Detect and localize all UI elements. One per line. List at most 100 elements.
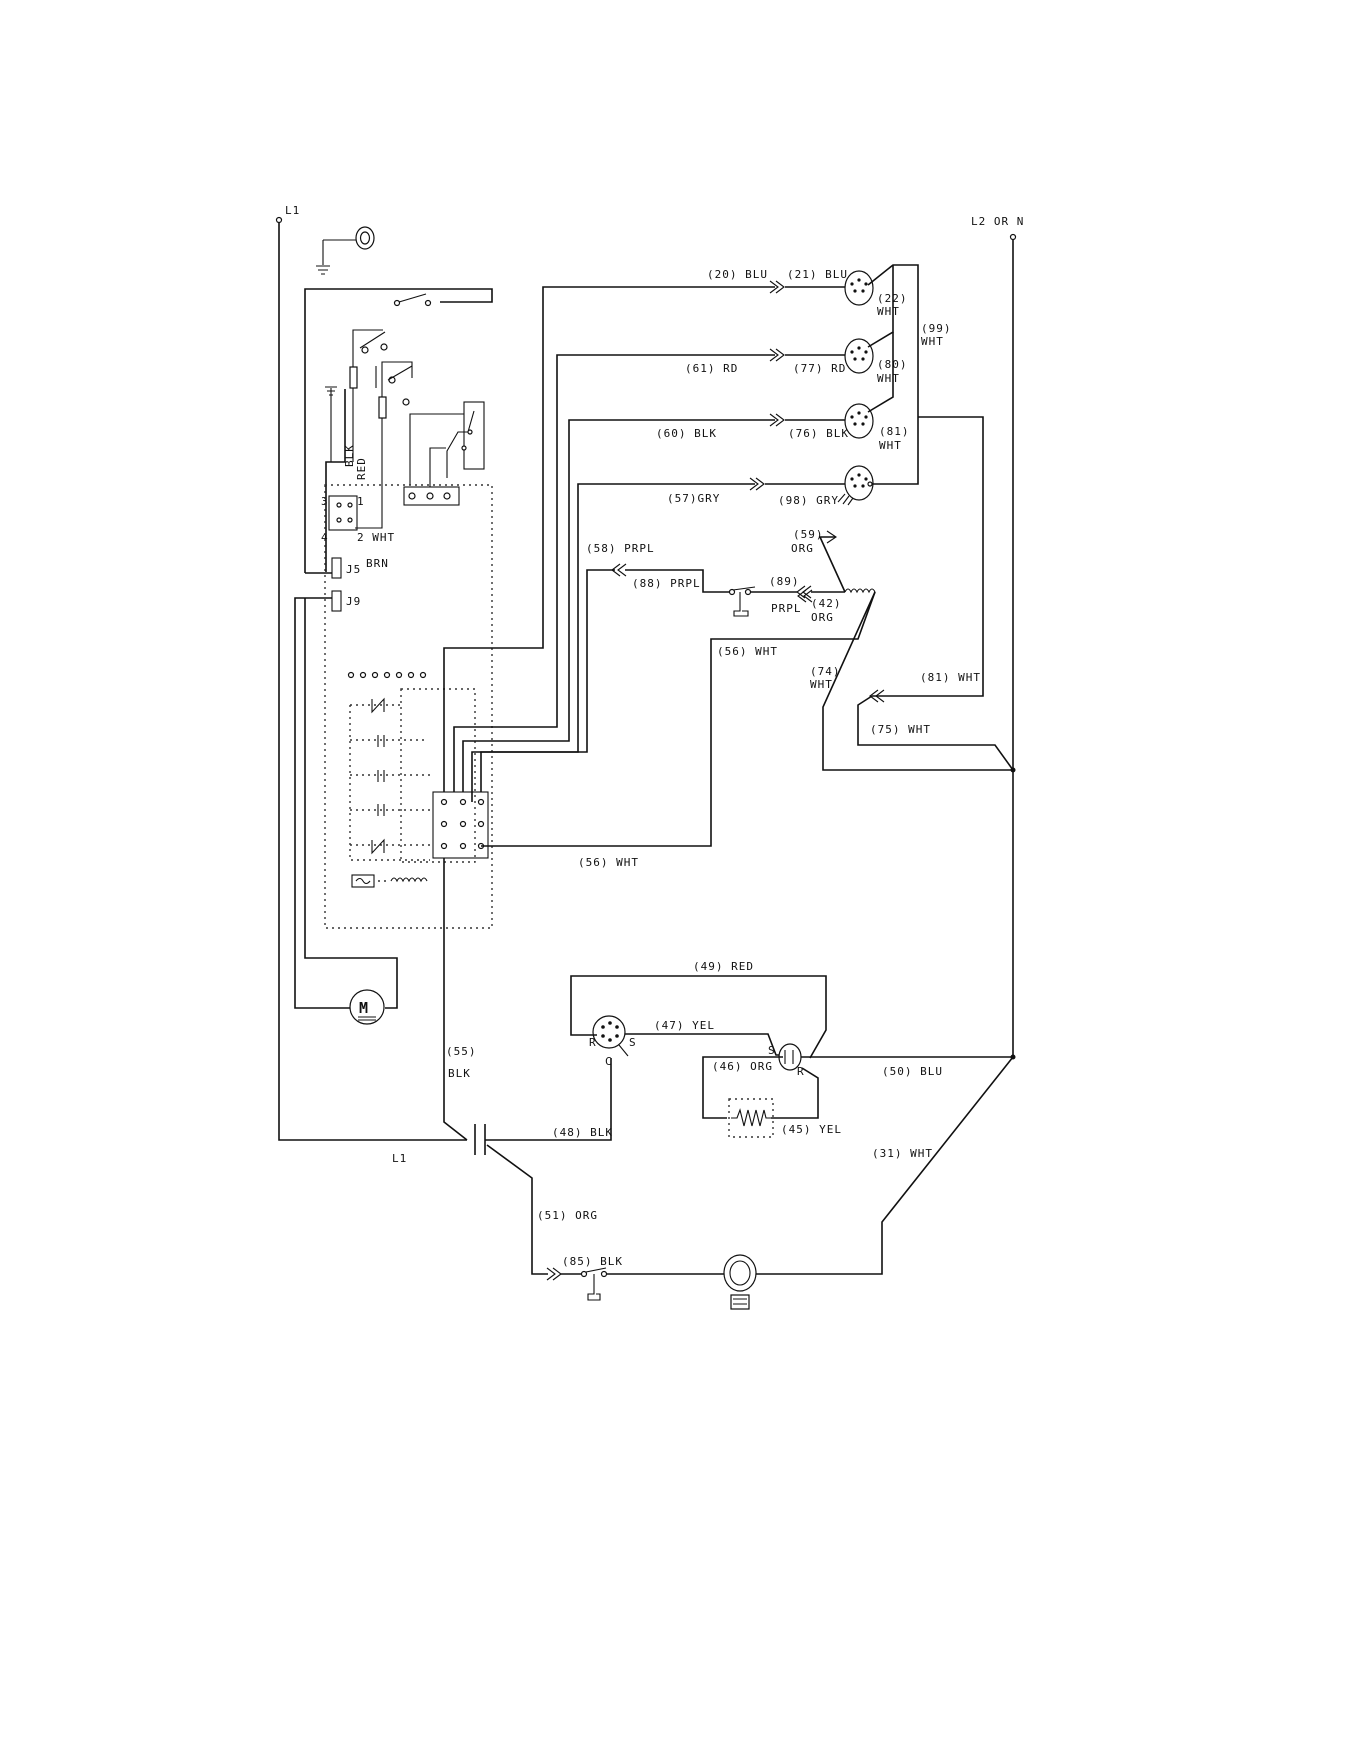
wire-60-blk — [462, 419, 775, 792]
wire-57-label: (57)GRY — [667, 492, 720, 505]
wire-60-label: (60) BLK — [656, 427, 717, 440]
fan-switch — [561, 1267, 724, 1301]
element-4-terminal — [867, 481, 873, 487]
wire-48-blk — [485, 1058, 612, 1141]
red-label: RED — [355, 457, 368, 480]
wire-88-label: (88) PRPL — [632, 577, 701, 590]
wire-45-yel — [771, 1067, 819, 1119]
wire-81-wht-right — [872, 416, 984, 697]
wire-85-arrow — [546, 1267, 562, 1281]
wire-99-label-a: (99) — [921, 322, 952, 335]
relay-s-label: S — [768, 1044, 776, 1057]
wire-55-label-b: BLK — [448, 1067, 471, 1080]
wire-50-label: (50) BLU — [882, 1065, 943, 1078]
wire-55-label-a: (55) — [446, 1045, 477, 1058]
wire-59-label-b: ORG — [791, 542, 814, 555]
relay-contact-1 — [377, 735, 385, 747]
wire-31-wht — [755, 1056, 1014, 1275]
connector-j5: J5 — [331, 557, 361, 579]
wire-47-label: (47) YEL — [654, 1019, 715, 1032]
compressor-s-label: S — [629, 1036, 637, 1049]
board-led-row — [347, 671, 427, 679]
wire-81-right-label: (81) WHT — [920, 671, 981, 684]
relay-contact-n-2 — [371, 838, 385, 855]
control-board — [324, 484, 493, 929]
wire-74-label-a: (74) — [810, 665, 841, 678]
l1-terminal: L1 — [275, 204, 300, 224]
l1-top-label: L1 — [285, 204, 300, 217]
wire-89-label: (89) — [769, 575, 800, 588]
wire-59-org — [818, 536, 846, 593]
condenser-fan-motor — [723, 1254, 757, 1310]
motor-label: M — [359, 999, 369, 1017]
compressor-r-label: R — [589, 1036, 597, 1049]
element-2 — [844, 338, 874, 374]
connector-j9: J9 — [331, 590, 361, 612]
wire-75-label: (75) WHT — [870, 723, 931, 736]
wire-81-label-a: (81) — [879, 425, 910, 438]
blk-label: BLK — [343, 444, 356, 467]
element-4 — [837, 465, 874, 506]
j5-label: J5 — [346, 563, 361, 576]
board-fuse — [351, 874, 375, 888]
wire-51-org — [486, 1144, 548, 1275]
l1-bottom-label: L1 — [392, 1152, 407, 1165]
overload-heater — [728, 1098, 774, 1138]
wire-47-yel — [625, 1033, 783, 1056]
wire-21-label: (21) BLU — [787, 268, 848, 281]
wire-56-wht — [481, 591, 876, 847]
wire-58-label: (58) PRPL — [586, 542, 655, 555]
relay-contact-3 — [377, 804, 385, 816]
valve-coil — [844, 588, 876, 594]
motor: M — [349, 989, 385, 1025]
pin-3-label: 3 — [321, 495, 329, 508]
wire-99-label-b: WHT — [921, 335, 944, 348]
wire-20-blu — [443, 286, 775, 792]
thermostat-switch — [728, 586, 797, 617]
wire-61-label: (61) RD — [685, 362, 738, 375]
wire-59-label-a: (59) — [793, 528, 824, 541]
top-switch — [393, 293, 432, 307]
j9-to-motor-wire — [294, 597, 350, 1009]
wht-2-label: 2 WHT — [357, 531, 395, 544]
board-terminal-block — [432, 791, 489, 859]
motor-wire — [304, 598, 398, 1009]
relay-r-label: R — [797, 1065, 805, 1078]
wire-81-wht-upper — [867, 332, 894, 413]
l2-top-label: L2 OR N — [971, 215, 1024, 228]
ground-symbol-top — [316, 226, 375, 275]
wire-45-label: (45) YEL — [781, 1123, 842, 1136]
wire-56-bottom-label: (56) WHT — [578, 856, 639, 869]
wire-85-label: (85) BLK — [562, 1255, 623, 1268]
wire-61-rd — [453, 354, 775, 792]
element-1 — [844, 270, 874, 306]
harness-connector: 3 1 4 2 WHT BRN — [321, 495, 395, 570]
brn-label: BRN — [366, 557, 389, 570]
wire-74-wht — [822, 591, 1013, 771]
relay-contact-n-1 — [371, 697, 385, 714]
door-switch-1 — [325, 329, 388, 572]
wire-58-prpl — [480, 569, 615, 792]
wire-31-label: (31) WHT — [872, 1147, 933, 1160]
wire-75-wht — [857, 695, 1014, 771]
l2-terminal: L2 OR N — [971, 215, 1024, 241]
wire-49-red — [570, 975, 827, 1059]
main-contactor — [474, 1124, 486, 1155]
top-switch-wire — [304, 288, 493, 573]
wire-98-label: (98) GRY — [778, 494, 839, 507]
wire-42-label-a: (42) — [811, 597, 842, 610]
j9-label: J9 — [346, 595, 361, 608]
wire-80-label-b: WHT — [877, 372, 900, 385]
wire-46-org — [702, 1056, 783, 1119]
wire-77-label: (77) RD — [793, 362, 846, 375]
compressor-c-label: C — [605, 1055, 613, 1068]
wire-48-label: (48) BLK — [552, 1126, 613, 1139]
wire-80-label-a: (80) — [877, 358, 908, 371]
wire-22-wht — [867, 264, 919, 485]
wire-57-gry — [471, 483, 755, 802]
wire-74-label-b: WHT — [810, 678, 833, 691]
wire-22-label-a: (22) — [877, 292, 908, 305]
relay-contact-2 — [377, 770, 385, 782]
wire-51-label: (51) ORG — [537, 1209, 598, 1222]
